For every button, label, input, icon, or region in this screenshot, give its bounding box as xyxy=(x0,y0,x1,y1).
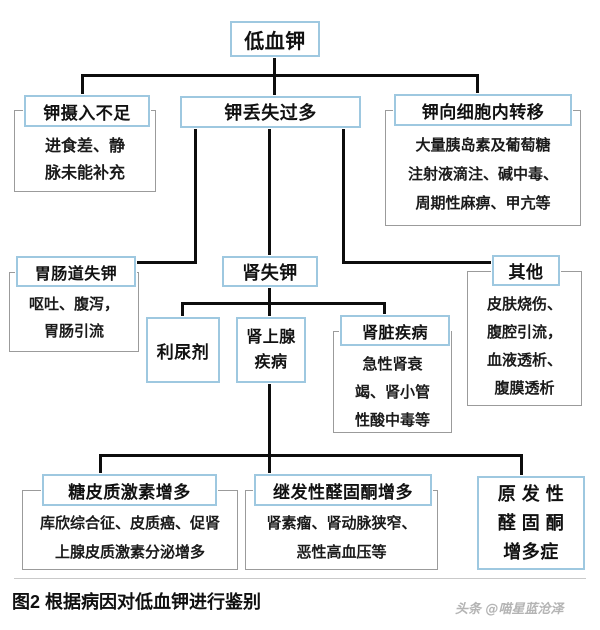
node-secondary-hyperaldosteronism[interactable]: 继发性醛固酮增多 xyxy=(253,473,433,507)
connector-level1-drop-right xyxy=(476,74,479,98)
node-excessive-potassium-loss[interactable]: 钾丢失过多 xyxy=(179,95,362,129)
detail-box-intracellular-shift xyxy=(385,110,581,226)
node-insufficient-potassium-intake[interactable]: 钾摄入不足 xyxy=(23,94,151,128)
connector-loss-drop-mid xyxy=(268,128,271,258)
node-primary-hyperaldosteronism[interactable]: 原 发 性 醛 固 酮 增多症 xyxy=(476,475,586,571)
detail-text-secondary-aldosteronism: 肾素瘤、肾动脉狭窄、 恶性高血压等 xyxy=(266,514,417,561)
connector-root-stem xyxy=(273,57,276,75)
detail-box-kidney-disease xyxy=(333,331,452,433)
connector-loss-drop-left xyxy=(194,128,197,262)
connector-renal-stem xyxy=(268,287,271,303)
detail-text-intracellular-shift: 大量胰岛素及葡萄糖 注射液滴注、碱中毒、 周期性麻痹、甲亢等 xyxy=(407,136,558,212)
connector-adrenal-stem xyxy=(268,383,271,455)
node-gi-tract-potassium-loss[interactable]: 胃肠道失钾 xyxy=(15,255,137,288)
detail-text-glucocorticoid-excess: 库欣综合征、皮质癌、促肾 上腺皮质激素分泌增多 xyxy=(39,514,220,561)
connector-level4-drop-right xyxy=(520,454,523,476)
node-kidney-disease[interactable]: 肾脏疾病 xyxy=(339,314,451,347)
node-root-low-blood-potassium[interactable]: 低血钾 xyxy=(229,20,321,58)
connector-level1-drop-mid xyxy=(273,74,276,98)
connector-level4-drop-mid xyxy=(268,454,271,476)
connector-level1-bus xyxy=(81,74,479,77)
node-other-causes[interactable]: 其他 xyxy=(491,254,561,287)
connector-renal-drop-adrenal xyxy=(268,302,271,318)
detail-text-other-causes: 皮肤烧伤、 腹腔引流， 血液透析、 腹膜透析 xyxy=(486,295,562,397)
watermark-text: 头条 @喵星蓝沧泽 xyxy=(455,602,564,617)
connector-loss-drop-right xyxy=(342,128,345,262)
node-renal-potassium-loss[interactable]: 肾失钾 xyxy=(221,255,319,288)
detail-text-gi-potassium-loss: 呕吐、腹泻， 胃肠引流 xyxy=(28,295,119,340)
connector-loss-to-gi xyxy=(117,261,197,264)
connector-renal-drop-kidney xyxy=(383,302,386,318)
connector-level1-drop-left xyxy=(81,74,84,98)
node-potassium-shift-into-cells[interactable]: 钾向细胞内转移 xyxy=(393,93,573,127)
detail-text-insufficient-intake: 进食差、静 脉未能补充 xyxy=(44,136,125,182)
connector-level4-drop-left xyxy=(99,454,102,476)
connector-renal-bus xyxy=(181,302,386,305)
connector-level4-bus xyxy=(99,454,523,457)
figure-caption: 图2 根据病因对低血钾进行鉴别 xyxy=(12,592,262,612)
node-diuretics[interactable]: 利尿剂 xyxy=(145,316,221,384)
connector-loss-to-other xyxy=(342,261,520,264)
caption-divider xyxy=(14,578,586,579)
detail-text-kidney-disease: 急性肾衰 竭、肾小管 性酸中毒等 xyxy=(354,355,430,429)
node-glucocorticoid-excess[interactable]: 糖皮质激素增多 xyxy=(41,473,218,507)
connector-renal-drop-diuretic xyxy=(181,302,184,318)
node-adrenal-disease[interactable]: 肾上腺 疾病 xyxy=(235,316,307,384)
